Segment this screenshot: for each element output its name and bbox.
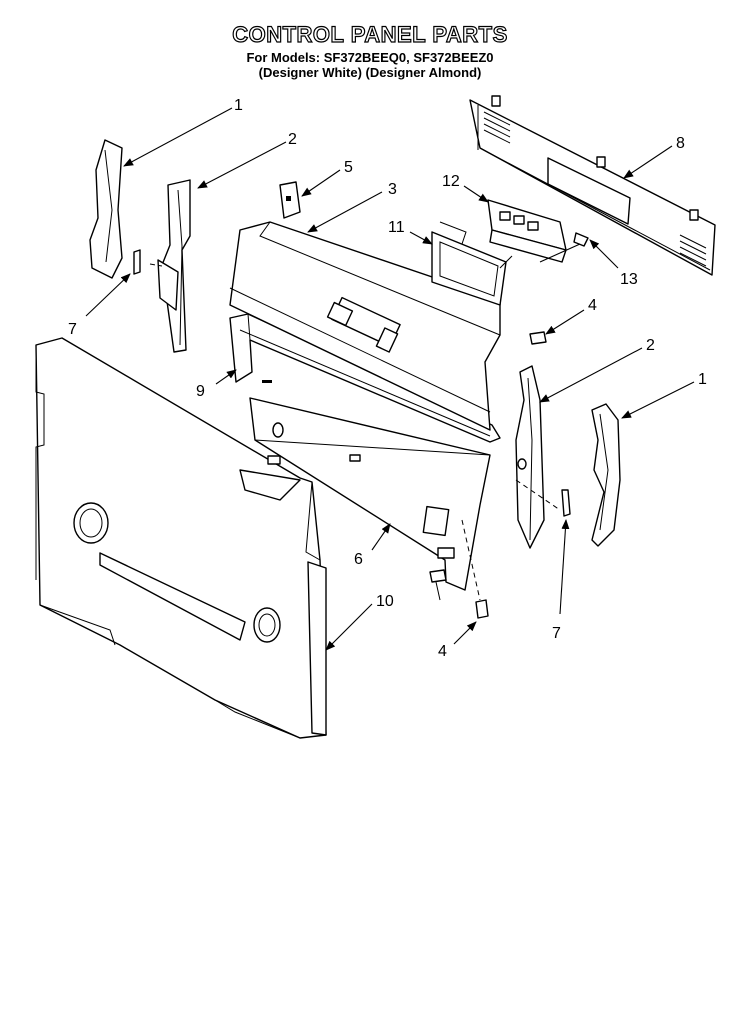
- part-6-control-panel-back: [249, 397, 491, 591]
- callout-leaders: [85, 107, 695, 651]
- callout-5: 5: [344, 159, 353, 176]
- callout-2-left: 2: [288, 131, 297, 148]
- callout-7-left: 7: [68, 321, 77, 338]
- part-2-right-side-bracket: [515, 365, 545, 549]
- callout-10: 10: [376, 593, 394, 610]
- callout-9: 9: [196, 383, 205, 400]
- callout-2-right: 2: [646, 337, 655, 354]
- part-12-control-board: [487, 199, 567, 263]
- part-5-clip: [279, 181, 301, 219]
- callout-3: 3: [388, 181, 397, 198]
- callout-12: 12: [442, 173, 460, 190]
- part-10-rear-panel: [35, 337, 327, 739]
- model-finishes: (Designer White) (Designer Almond): [258, 65, 482, 80]
- callout-8: 8: [676, 135, 685, 152]
- part-7-left-clip: [133, 249, 141, 275]
- part-2-left-side-bracket: [157, 179, 191, 353]
- callout-13: 13: [620, 271, 638, 288]
- callout-11: 11: [388, 219, 405, 236]
- part-4-screws: [429, 331, 547, 619]
- callout-4-upper: 4: [588, 297, 597, 314]
- part-3-console-panel: [229, 221, 501, 431]
- part-1-right-end-cap: [591, 403, 621, 547]
- part-1-left-end-cap: [89, 139, 123, 279]
- callout-labels: 1 2 5 3 12 8 11 13 7 4 2 9 1 6 10 7 4: [68, 97, 707, 660]
- callout-7-right: 7: [552, 625, 561, 642]
- part-8-vent-trim: [469, 95, 716, 276]
- part-13-screw: [539, 232, 589, 263]
- assembly-lines: [149, 263, 561, 601]
- part-7-right-clip: [561, 489, 571, 517]
- model-numbers: For Models: SF372BEEQ0, SF372BEEZ0: [246, 50, 494, 65]
- callout-4-lower: 4: [438, 643, 447, 660]
- callout-6: 6: [354, 551, 363, 568]
- callout-1-left: 1: [234, 97, 243, 114]
- part-11-display-window: [431, 221, 513, 306]
- callout-1-right: 1: [698, 371, 707, 388]
- page-title: CONTROL PANEL PARTS: [232, 21, 508, 47]
